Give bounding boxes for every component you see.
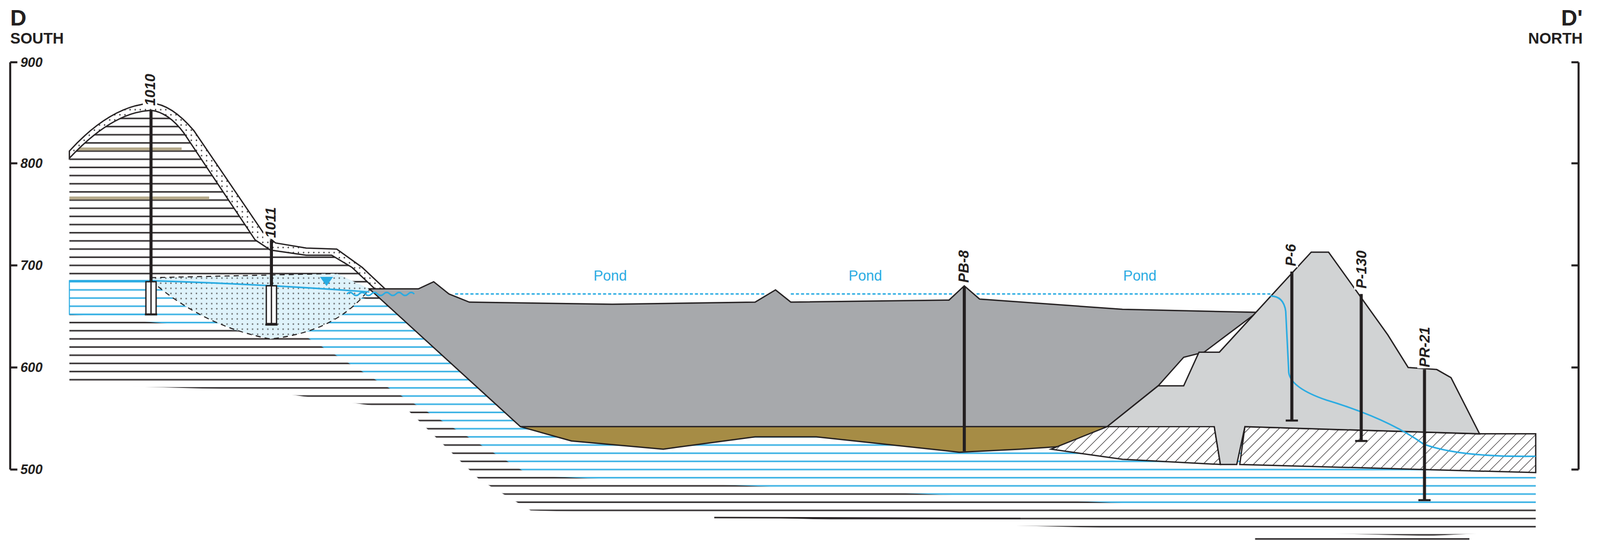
pond-label: Pond xyxy=(848,268,883,283)
well-id: 1011 xyxy=(263,206,278,239)
elevation-tick: 900 xyxy=(20,55,43,70)
section-end: D' xyxy=(1561,6,1584,30)
elevation-tick: 500 xyxy=(20,462,43,476)
elevation-tick: 700 xyxy=(20,258,43,272)
section-end: D xyxy=(10,6,27,30)
well-id: PR-21 xyxy=(1417,325,1432,369)
elevation-tick: 800 xyxy=(20,156,43,170)
pond-label: Pond xyxy=(593,268,628,283)
direction-label: SOUTH xyxy=(10,30,64,46)
well-id: P-130 xyxy=(1354,249,1369,290)
elevation-tick: 600 xyxy=(20,360,43,374)
pond-label: Pond xyxy=(1123,268,1157,283)
direction-label: NORTH xyxy=(1528,30,1583,46)
well-id: P-6 xyxy=(1283,242,1298,268)
well-id: 1010 xyxy=(142,72,158,107)
well-id: PB-8 xyxy=(956,249,971,284)
